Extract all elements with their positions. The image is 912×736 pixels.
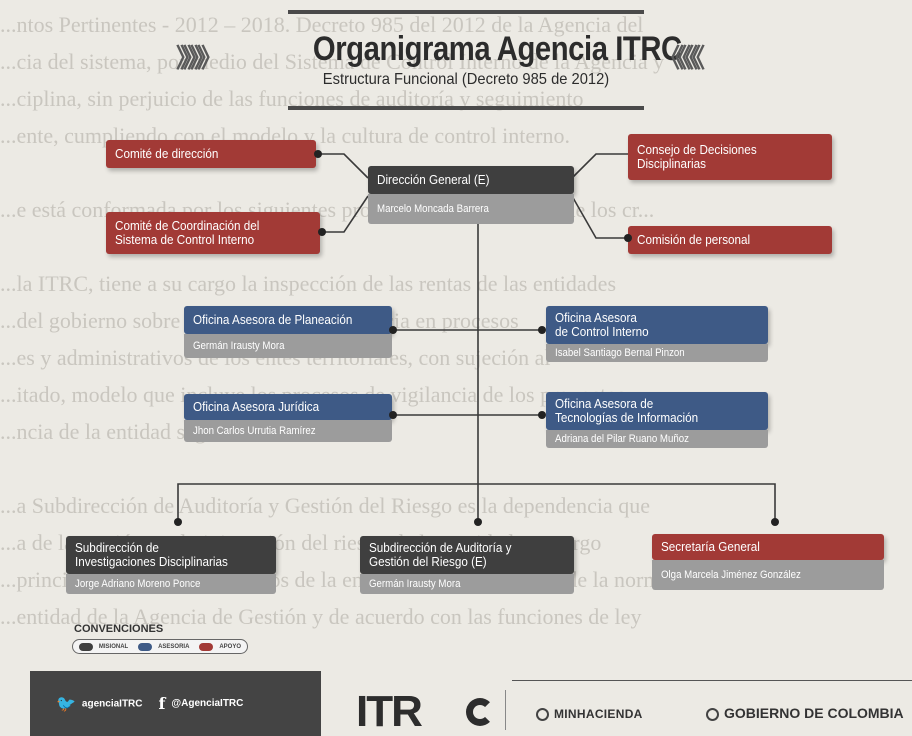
node-auditoria: Subdirección de Auditoría y Gestión del … [360,536,574,574]
conventions-legend: MISIONAL ASESORIA APOYO [72,639,248,654]
connector-dot [318,228,326,236]
title-rule-bottom [288,106,644,110]
connector-dot [771,518,779,526]
itrc-logo: ITR [356,687,423,736]
node-label: Dirección General (E) [377,172,490,187]
node-planeacion-person: Germán Irausty Mora [184,334,392,358]
connector-dot [624,234,632,242]
person-name: Adriana del Pilar Ruano Muñoz [555,433,689,445]
facebook-handle: @AgenciaITRC [171,698,244,710]
node-label: Comité de Coordinación del Sistema de Co… [115,218,260,247]
node-label: Subdirección de Investigaciones Discipli… [75,540,228,569]
connector-dot [389,326,397,334]
legend-label: MISIONAL [98,643,129,650]
node-label: Consejo de Decisiones Disciplinarias [637,142,757,171]
node-label: Comité de dirección [115,146,219,161]
legend-label: ASESORIA [158,643,190,650]
node-comite-control-interno: Comité de Coordinación del Sistema de Co… [106,212,320,254]
chevrons-left-icon: 》》》》 [176,43,223,73]
person-name: Germán Irausty Mora [369,578,461,590]
chevrons-right-icon: 《《《《 [658,43,705,73]
node-label: Comisión de personal [637,232,751,247]
facebook-icon: f [158,694,166,713]
legend-swatch-misional [79,642,93,651]
node-investigaciones-person: Jorge Adriano Moreno Ponce [66,574,276,594]
node-tecnologias: Oficina Asesora de Tecnologías de Inform… [546,392,768,430]
social-footer: 🐦 agenciaITRC f @AgenciaITRC [30,671,321,736]
node-label: Oficina Asesora de Tecnologías de Inform… [555,396,699,425]
node-label: Subdirección de Auditoría y Gestión del … [369,540,512,569]
footer-rule [512,680,912,681]
person-name: Marcelo Moncada Barrera [377,203,489,215]
node-tecnologias-person: Adriana del Pilar Ruano Muñoz [546,430,768,448]
person-name: Olga Marcela Jiménez González [661,569,801,581]
connector-dot [474,518,482,526]
itrc-logo-mark-icon [466,698,494,726]
page-title: Organigrama Agencia ITRC [312,30,682,68]
facebook-link[interactable]: f @AgenciaITRC [159,694,244,713]
node-direccion-person: Marcelo Moncada Barrera [368,194,574,224]
node-planeacion: Oficina Asesora de Planeación [184,306,392,334]
person-name: Jorge Adriano Moreno Ponce [75,578,201,590]
gobierno-logo: GOBIERNO DE COLOMBIA [706,705,904,721]
conventions-label: CONVENCIONES [74,623,164,635]
node-label: Oficina Asesora de Control Interno [555,310,649,339]
connector-dot [538,326,546,334]
connector-dot [538,411,546,419]
coat-of-arms-icon [536,708,549,722]
node-label: Secretaría General [661,539,760,554]
node-control-interno-person: Isabel Santiago Bernal Pinzon [546,344,768,362]
node-juridica: Oficina Asesora Jurídica [184,394,392,420]
minhacienda-logo: MINHACIENDA [536,707,643,722]
person-name: Jhon Carlos Urrutia Ramírez [193,425,316,437]
legend-swatch-asesoria [138,642,153,651]
legend-label: APOYO [219,643,241,650]
page-subtitle: Estructura Funcional (Decreto 985 de 201… [322,71,610,88]
node-secretaria-person: Olga Marcela Jiménez González [652,560,884,590]
node-comite-direccion: Comité de dirección [106,140,316,168]
footer-divider [505,690,506,730]
title-rule-top [288,10,644,14]
connector-dot [174,518,182,526]
twitter-icon: 🐦 [56,695,76,713]
connector-dot [389,411,397,419]
node-secretaria-general: Secretaría General [652,534,884,560]
node-comision-personal: Comisión de personal [628,226,832,254]
node-juridica-person: Jhon Carlos Urrutia Ramírez [184,420,392,442]
node-label: Oficina Asesora de Planeación [193,312,353,327]
person-name: Germán Irausty Mora [193,340,285,352]
twitter-link[interactable]: 🐦 agenciaITRC [56,694,143,714]
node-investigaciones: Subdirección de Investigaciones Discipli… [66,536,276,574]
node-auditoria-person: Germán Irausty Mora [360,574,574,594]
person-name: Isabel Santiago Bernal Pinzon [555,347,685,359]
legend-swatch-apoyo [199,642,214,651]
twitter-handle: agenciaITRC [81,698,143,710]
node-label: Oficina Asesora Jurídica [193,399,320,414]
government-label: GOBIERNO DE COLOMBIA [724,705,904,721]
node-direccion-general: Dirección General (E) [368,166,574,194]
connector-dot [314,150,322,158]
node-consejo-disciplinarias: Consejo de Decisiones Disciplinarias [628,134,832,180]
node-control-interno: Oficina Asesora de Control Interno [546,306,768,344]
title-block: Organigrama Agencia ITRC Estructura Func… [288,22,682,106]
ministry-label: MINHACIENDA [554,707,643,721]
coat-of-arms-icon [706,707,719,721]
